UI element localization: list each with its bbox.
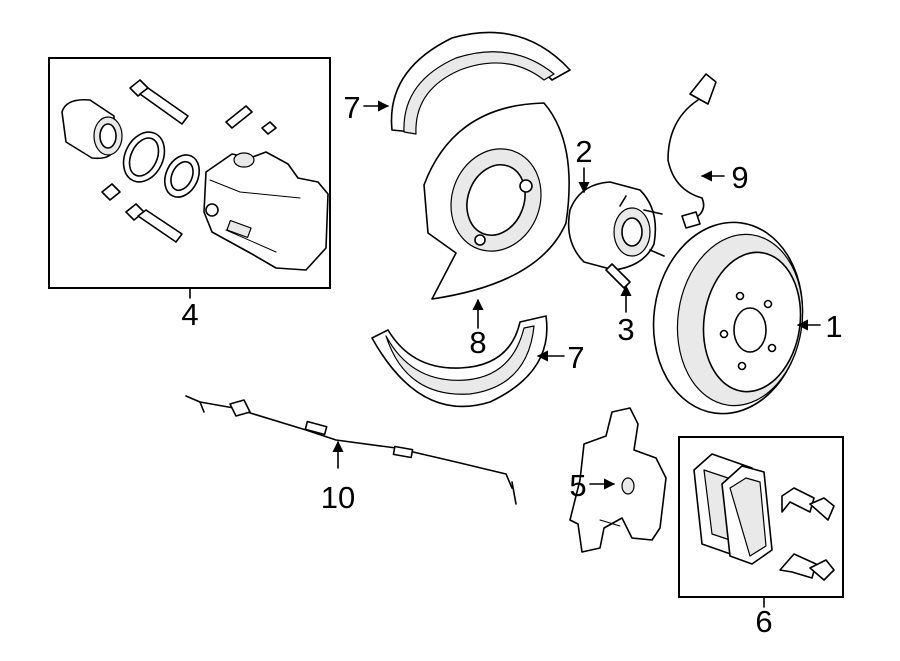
caliper-housing[interactable]: [203, 151, 329, 271]
callout-2: 2: [575, 134, 592, 169]
callout-5: 5: [569, 468, 586, 503]
callout-1: 1: [825, 309, 842, 344]
guide-pin-upper[interactable]: [129, 79, 189, 125]
piston-seal-ring[interactable]: [116, 125, 172, 188]
pad-clip-lower[interactable]: [779, 553, 835, 581]
callout-8: 8: [469, 325, 486, 360]
parking-brake-shoe-upper[interactable]: [390, 31, 571, 135]
callout-10: 10: [321, 480, 355, 515]
hub-bearing-assembly[interactable]: [567, 181, 665, 271]
brake-rotor[interactable]: [641, 213, 814, 424]
wheel-stud[interactable]: [605, 263, 631, 289]
caliper-piston[interactable]: [61, 98, 123, 160]
brake-pads-box: [678, 436, 844, 598]
brake-pad-outer[interactable]: [721, 465, 773, 565]
parking-brake-shoe-lower[interactable]: [371, 315, 548, 408]
pad-clip-upper[interactable]: [781, 487, 835, 521]
callout-7-upper: 7: [343, 90, 360, 125]
bleeder-screw[interactable]: [225, 105, 277, 135]
callout-3: 3: [617, 312, 634, 347]
caliper-bracket[interactable]: [569, 407, 667, 553]
dust-boot-ring[interactable]: [158, 149, 206, 202]
backing-plate[interactable]: [423, 102, 570, 300]
guide-pin-lower[interactable]: [101, 183, 183, 243]
brake-hose[interactable]: [667, 73, 717, 229]
callout-7-lower: 7: [567, 340, 584, 375]
wear-sensor[interactable]: [185, 395, 517, 505]
callout-6: 6: [755, 604, 772, 639]
callout-9: 9: [731, 160, 748, 195]
callout-4: 4: [181, 297, 198, 332]
